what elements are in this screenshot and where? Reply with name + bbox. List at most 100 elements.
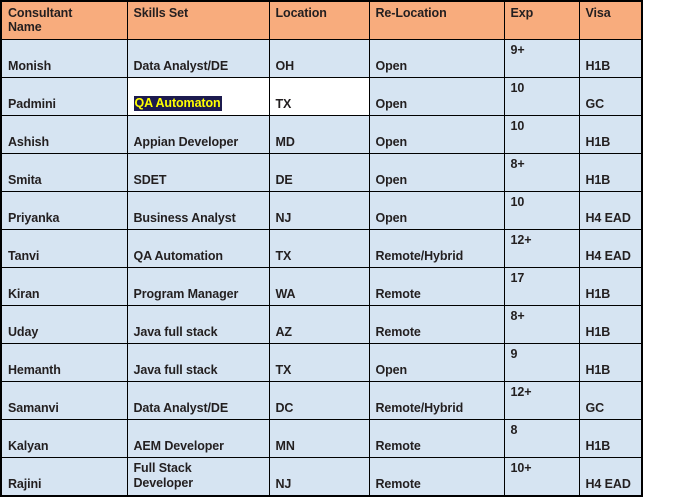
cell-visa[interactable]: H1B xyxy=(578,153,643,192)
cell-consultant-name[interactable]: Monish xyxy=(0,39,128,78)
cell-skills-set[interactable]: Java full stack xyxy=(126,305,270,344)
cell-skills-set[interactable]: Java full stack xyxy=(126,343,270,382)
cell-exp[interactable]: 8 xyxy=(503,419,580,458)
cell-skills-set-line1: Full Stack xyxy=(133,461,192,475)
cell-relocation[interactable]: Remote/Hybrid xyxy=(368,381,505,420)
cell-location[interactable]: TX xyxy=(268,77,370,116)
cell-skills-set[interactable]: Appian Developer xyxy=(126,115,270,154)
header-row: Consultant Name Skills Set Location Re-L… xyxy=(0,0,643,40)
table-row[interactable]: Kalyan AEM Developer MN Remote 8 H1B xyxy=(0,419,643,458)
cell-visa[interactable]: H1B xyxy=(578,267,643,306)
cell-location[interactable]: DC xyxy=(268,381,370,420)
cell-relocation[interactable]: Open xyxy=(368,39,505,78)
cell-location[interactable]: TX xyxy=(268,229,370,268)
column-header-consultant-name[interactable]: Consultant Name xyxy=(0,0,128,40)
cell-consultant-name[interactable]: Uday xyxy=(0,305,128,344)
cell-exp[interactable]: 8+ xyxy=(503,153,580,192)
cell-exp[interactable]: 9 xyxy=(503,343,580,382)
cell-location[interactable]: DE xyxy=(268,153,370,192)
cell-visa[interactable]: GC xyxy=(578,77,643,116)
column-header-exp[interactable]: Exp xyxy=(503,0,580,40)
cell-skills-set[interactable]: QA Automaton xyxy=(126,77,270,116)
cell-exp[interactable]: 12+ xyxy=(503,381,580,420)
cell-location[interactable]: TX xyxy=(268,343,370,382)
table-row[interactable]: Uday Java full stack AZ Remote 8+ H1B xyxy=(0,305,643,344)
cell-visa[interactable]: GC xyxy=(578,381,643,420)
table-row[interactable]: Padmini QA Automaton TX Open 10 GC xyxy=(0,77,643,116)
cell-visa[interactable]: H1B xyxy=(578,305,643,344)
cell-skills-set[interactable]: Program Manager xyxy=(126,267,270,306)
cell-exp[interactable]: 12+ xyxy=(503,229,580,268)
cell-consultant-name[interactable]: Smita xyxy=(0,153,128,192)
cell-consultant-name[interactable]: Tanvi xyxy=(0,229,128,268)
table-row[interactable]: Tanvi QA Automation TX Remote/Hybrid 12+… xyxy=(0,229,643,268)
spreadsheet-canvas: Consultant Name Skills Set Location Re-L… xyxy=(0,0,643,497)
cell-location[interactable]: OH xyxy=(268,39,370,78)
consultant-hotlist-table: Consultant Name Skills Set Location Re-L… xyxy=(0,0,643,497)
table-row[interactable]: Priyanka Business Analyst NJ Open 10 H4 … xyxy=(0,191,643,230)
cell-visa[interactable]: H4 EAD xyxy=(578,457,643,497)
cell-location[interactable]: NJ xyxy=(268,457,370,497)
column-header-consultant-name-line1: Consultant xyxy=(8,6,73,20)
cell-visa[interactable]: H1B xyxy=(578,39,643,78)
cell-exp[interactable]: 10 xyxy=(503,191,580,230)
column-header-relocation[interactable]: Re-Location xyxy=(368,0,505,40)
cell-relocation[interactable]: Remote xyxy=(368,267,505,306)
cell-relocation[interactable]: Open xyxy=(368,191,505,230)
cell-exp[interactable]: 8+ xyxy=(503,305,580,344)
cell-exp[interactable]: 9+ xyxy=(503,39,580,78)
cell-consultant-name[interactable]: Kiran xyxy=(0,267,128,306)
cell-relocation[interactable]: Open xyxy=(368,153,505,192)
cell-skills-set[interactable]: Business Analyst xyxy=(126,191,270,230)
cell-consultant-name[interactable]: Priyanka xyxy=(0,191,128,230)
table-header: Consultant Name Skills Set Location Re-L… xyxy=(0,0,643,40)
cell-consultant-name[interactable]: Samanvi xyxy=(0,381,128,420)
cell-skills-set[interactable]: Full Stack Developer xyxy=(126,457,270,497)
cell-location[interactable]: AZ xyxy=(268,305,370,344)
column-header-location[interactable]: Location xyxy=(268,0,370,40)
cell-visa[interactable]: H4 EAD xyxy=(578,191,643,230)
cell-visa[interactable]: H4 EAD xyxy=(578,229,643,268)
column-header-consultant-name-line2: Name xyxy=(8,20,42,34)
table-row[interactable]: Samanvi Data Analyst/DE DC Remote/Hybrid… xyxy=(0,381,643,420)
cell-consultant-name[interactable]: Rajini xyxy=(0,457,128,497)
cell-location[interactable]: MD xyxy=(268,115,370,154)
table-row[interactable]: Ashish Appian Developer MD Open 10 H1B xyxy=(0,115,643,154)
cell-exp[interactable]: 10+ xyxy=(503,457,580,497)
cell-location[interactable]: MN xyxy=(268,419,370,458)
cell-relocation[interactable]: Remote xyxy=(368,419,505,458)
cell-skills-set[interactable]: QA Automation xyxy=(126,229,270,268)
cell-location[interactable]: NJ xyxy=(268,191,370,230)
cell-relocation[interactable]: Open xyxy=(368,343,505,382)
cell-location[interactable]: WA xyxy=(268,267,370,306)
cell-exp[interactable]: 17 xyxy=(503,267,580,306)
cell-consultant-name[interactable]: Padmini xyxy=(0,77,128,116)
table-row[interactable]: Hemanth Java full stack TX Open 9 H1B xyxy=(0,343,643,382)
cell-consultant-name[interactable]: Kalyan xyxy=(0,419,128,458)
cell-skills-set[interactable]: AEM Developer xyxy=(126,419,270,458)
cell-relocation[interactable]: Remote xyxy=(368,457,505,497)
cell-exp[interactable]: 10 xyxy=(503,77,580,116)
cell-skills-set[interactable]: SDET xyxy=(126,153,270,192)
highlighted-text: QA Automaton xyxy=(133,96,222,111)
cell-skills-set-line2: Developer xyxy=(133,476,194,490)
table-body: Monish Data Analyst/DE OH Open 9+ H1B Pa… xyxy=(0,39,643,497)
table-row[interactable]: Smita SDET DE Open 8+ H1B xyxy=(0,153,643,192)
cell-visa[interactable]: H1B xyxy=(578,115,643,154)
cell-visa[interactable]: H1B xyxy=(578,343,643,382)
cell-skills-set[interactable]: Data Analyst/DE xyxy=(126,39,270,78)
cell-consultant-name[interactable]: Hemanth xyxy=(0,343,128,382)
cell-consultant-name[interactable]: Ashish xyxy=(0,115,128,154)
cell-relocation[interactable]: Remote/Hybrid xyxy=(368,229,505,268)
table-row[interactable]: Kiran Program Manager WA Remote 17 H1B xyxy=(0,267,643,306)
cell-relocation[interactable]: Open xyxy=(368,115,505,154)
cell-visa[interactable]: H1B xyxy=(578,419,643,458)
cell-relocation[interactable]: Remote xyxy=(368,305,505,344)
cell-skills-set[interactable]: Data Analyst/DE xyxy=(126,381,270,420)
cell-exp[interactable]: 10 xyxy=(503,115,580,154)
cell-relocation[interactable]: Open xyxy=(368,77,505,116)
table-row[interactable]: Monish Data Analyst/DE OH Open 9+ H1B xyxy=(0,39,643,78)
column-header-visa[interactable]: Visa xyxy=(578,0,643,40)
table-row[interactable]: Rajini Full Stack Developer NJ Remote 10… xyxy=(0,457,643,497)
column-header-skills-set[interactable]: Skills Set xyxy=(126,0,270,40)
